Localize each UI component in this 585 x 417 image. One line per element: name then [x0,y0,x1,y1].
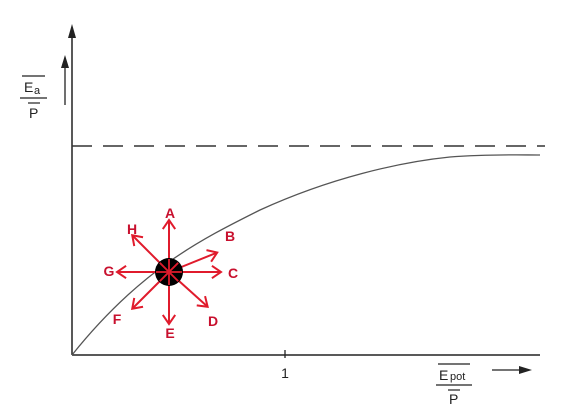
label-e: E [165,325,174,341]
arrowhead-d [196,295,209,308]
arrowhead-c [211,264,223,280]
x-label-P: P [449,391,458,407]
arrowhead-h [130,233,144,247]
center-cross-3 [159,262,179,282]
x-axis-label: E pot P [436,363,472,407]
x-label-arrowhead [519,366,532,374]
label-d: D [208,313,218,329]
label-f: F [113,311,122,327]
label-g: G [104,263,115,279]
y-label-sub: a [34,85,41,97]
y-label-P: P [29,105,38,121]
label-b: B [225,228,235,244]
label-h: H [127,221,137,237]
arrowhead-b [206,249,219,263]
y-axis-arrowhead [68,24,76,38]
label-a: A [165,205,175,221]
arrowhead-f [130,297,144,311]
y-axis-label: E a P [20,75,47,121]
y-label-arrowhead [61,55,69,68]
y-label-E: E [24,79,33,95]
x-label-E: E [439,367,448,383]
direction-arrows: A B C D E F G H [104,205,239,341]
x-tick-label: 1 [281,365,289,381]
x-label-sub: pot [450,371,465,383]
arrowhead-e [161,314,177,326]
label-c: C [228,265,238,281]
arrowhead-g [115,264,127,280]
budyko-curve [71,154,541,356]
arrowhead-a [161,218,177,230]
